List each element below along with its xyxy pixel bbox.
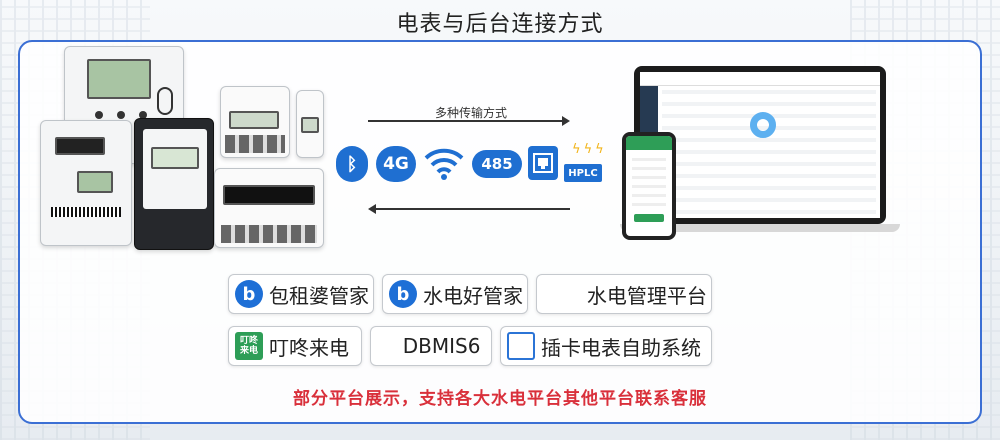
lightning-icon: ϟϟϟ <box>572 142 607 157</box>
485-icon: 485 <box>472 150 522 178</box>
arrow-right <box>368 116 570 126</box>
card-meter-icon: ϟ <box>507 332 535 360</box>
b-logo-icon: b <box>235 280 263 308</box>
laptop-dashboard-image <box>634 66 886 224</box>
hplc-icon: HPLC <box>564 164 602 182</box>
recycle-logo-icon: ♻ <box>377 333 397 359</box>
laptop-base <box>620 224 900 232</box>
meter-single-phase <box>40 120 132 246</box>
phone-app-image <box>622 132 676 240</box>
meter-din-rail-3 <box>214 168 324 248</box>
b-logo-icon: b <box>389 280 417 308</box>
transmission-label: 多种传输方式 <box>435 106 508 120</box>
meter-din-rail-1 <box>220 86 290 158</box>
platform-card-meter: ϟ 插卡电表自助系统 <box>500 326 712 366</box>
arrow-left <box>368 204 570 214</box>
ethernet-icon <box>528 146 558 180</box>
bluetooth-icon: ᛒ <box>336 146 368 182</box>
dingdong-logo-icon: 叮咚来电 <box>235 332 263 360</box>
footer-note: 部分平台展示，支持各大水电平台其他平台联系客服 <box>293 389 707 409</box>
meter-din-rail-2 <box>296 90 324 158</box>
meter-three-phase-dark <box>134 118 214 250</box>
platform-dbmis6: ♻ DBMIS6 <box>370 326 492 366</box>
gear-icon: ⚙ <box>564 283 581 305</box>
page-title: 电表与后台连接方式 <box>396 12 604 37</box>
platform-dingdong: 叮咚来电 叮咚来电 <box>228 326 362 366</box>
platform-shuidian-haoguanjia: b 水电好管家 <box>382 274 528 314</box>
4g-icon: 4G <box>376 146 416 182</box>
house-icon: ⌂ <box>543 281 559 307</box>
wifi-icon <box>420 144 468 182</box>
platform-baozupo: b 包租婆管家 <box>228 274 374 314</box>
platform-shuidian-guanli: ⌂ ⚙ 水电管理平台 <box>536 274 712 314</box>
